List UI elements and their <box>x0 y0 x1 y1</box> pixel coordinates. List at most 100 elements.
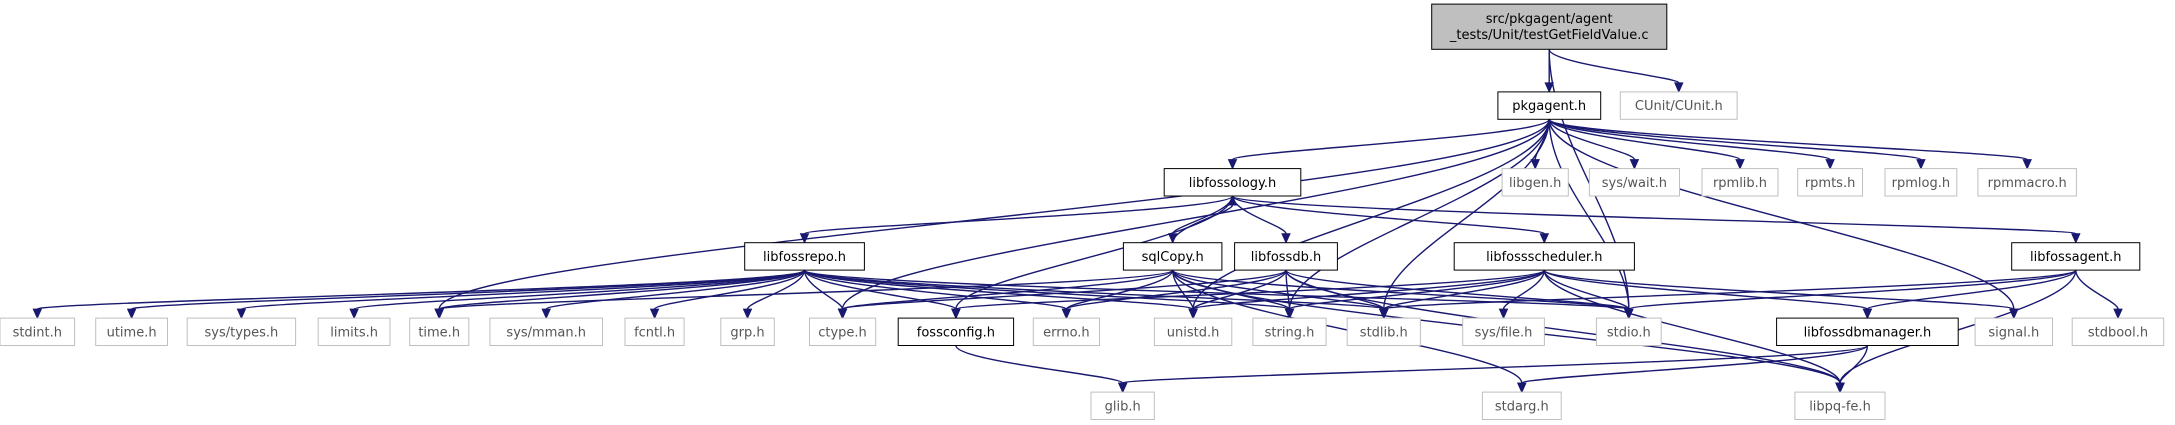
node-errno: errno.h <box>1032 317 1101 347</box>
file-nodes: src/pkgagent/agent_tests/Unit/testGetFie… <box>0 3 2165 421</box>
node-sysmman: sys/mman.h <box>489 317 603 347</box>
node-label-fossconfig: fossconfig.h <box>917 325 995 340</box>
node-label-fcntl: fcntl.h <box>634 325 675 340</box>
node-label-signal: signal.h <box>1988 325 2039 340</box>
node-stdint: stdint.h <box>0 317 76 347</box>
node-label-root: src/pkgagent/agent <box>1486 12 1613 27</box>
node-label-sysmman: sys/mman.h <box>506 325 586 340</box>
edge-libfossrepo-to-stdint <box>36 269 806 310</box>
edge-pkgagent-to-stdio <box>1548 119 1630 310</box>
arrowhead-libfossrepo-to-fcntl <box>649 308 660 320</box>
arrowhead-libfossscheduler-to-sysfile <box>1498 308 1509 320</box>
arrowhead-libfossrepo-to-stdint <box>32 308 43 320</box>
edge-libfossrepo-to-utime <box>130 269 806 310</box>
node-stdbool: stdbool.h <box>2071 317 2165 347</box>
edge-sqlcopy-to-time <box>438 269 1174 310</box>
node-box-unistd <box>1153 317 1233 347</box>
arrowhead-pkgagent-to-rpmmacro <box>2022 159 2032 170</box>
arrowhead-sqlcopy-to-time <box>434 308 444 320</box>
node-libfossscheduler[interactable]: libfossscheduler.h <box>1453 242 1635 271</box>
edge-libfossdb-to-string <box>1285 270 1291 310</box>
node-label-cunit: CUnit/CUnit.h <box>1635 99 1723 114</box>
edge-libfossscheduler-to-signal <box>1543 269 2015 310</box>
arrowhead-libfossdbmanager-to-stdarg <box>1517 382 1527 394</box>
node-box-cunit <box>1619 91 1738 120</box>
arrowhead-libfossrepo-to-utime <box>126 308 137 320</box>
node-label-libfossagent: libfossagent.h <box>2030 250 2121 265</box>
edge-pkgagent-to-rpmlib <box>1548 118 1741 161</box>
node-box-errno <box>1032 317 1101 347</box>
node-limits: limits.h <box>317 317 391 347</box>
arrowhead-libfossagent-to-libfossdbmanager <box>1862 308 1873 320</box>
node-box-root <box>1431 3 1668 50</box>
node-libfossagent[interactable]: libfossagent.h <box>2011 242 2141 271</box>
node-root[interactable]: src/pkgagent/agent_tests/Unit/testGetFie… <box>1431 3 1668 50</box>
node-libfossdb[interactable]: libfossdb.h <box>1234 242 1338 271</box>
edge-libfossscheduler-to-string <box>1288 269 1545 310</box>
node-box-glib <box>1090 391 1155 421</box>
node-label-stdbool: stdbool.h <box>2088 325 2148 340</box>
node-box-signal <box>1974 317 2053 347</box>
node-pkgagent[interactable]: pkgagent.h <box>1497 91 1602 120</box>
node-libpqfe: libpq-fe.h <box>1794 391 1886 421</box>
node-ctype: ctype.h <box>809 317 877 347</box>
node-box-grp <box>720 317 775 347</box>
node-rpmlib: rpmlib.h <box>1701 168 1779 197</box>
arrowhead-libfossagent-to-stdbool <box>2113 308 2123 320</box>
edge-libfossagent-to-stdbool <box>2075 269 2119 310</box>
node-sqlcopy[interactable]: sqlCopy.h <box>1122 242 1223 271</box>
node-box-rpmlog <box>1884 168 1958 197</box>
node-label-libgen: libgen.h <box>1509 176 1561 191</box>
arrowhead-libfossrepo-to-grp <box>742 308 753 320</box>
node-label-errno: errno.h <box>1043 325 1090 340</box>
node-rpmts: rpmts.h <box>1797 168 1863 197</box>
node-box-fcntl <box>624 317 685 347</box>
node-box-sysmman <box>489 317 603 347</box>
arrowhead-libfossscheduler-to-unistd <box>1188 308 1198 320</box>
edge-libfossrepo-to-stdlib <box>803 269 1385 310</box>
edge-libfossrepo-to-systypes <box>240 269 806 310</box>
edge-pkgagent-to-time <box>438 119 1550 310</box>
arrowhead-libfossagent-to-stdlib <box>1379 308 1389 320</box>
edge-libfossrepo-to-sysmman <box>545 269 806 310</box>
edge-pkgagent-to-rpmmacro <box>1548 118 2028 161</box>
node-box-stdlib <box>1346 317 1421 347</box>
node-libfossrepo[interactable]: libfossrepo.h <box>744 242 865 271</box>
node-libfossology[interactable]: libfossology.h <box>1163 168 1302 197</box>
arrowhead-libfossrepo-to-limits <box>349 308 359 320</box>
node-box-libpqfe <box>1794 391 1886 421</box>
node-label-syswait: sys/wait.h <box>1602 176 1667 191</box>
arrowhead-libfossscheduler-to-fossconfig <box>951 308 961 320</box>
edge-libfossagent-to-stdio <box>1628 269 2077 310</box>
node-utime: utime.h <box>95 317 168 347</box>
edge-pkgagent-to-string <box>1288 119 1550 310</box>
node-glib: glib.h <box>1090 391 1155 421</box>
node-libfossdbmanager[interactable]: libfossdbmanager.h <box>1776 317 1959 347</box>
node-syswait: sys/wait.h <box>1588 168 1681 197</box>
node-label-sysfile: sys/file.h <box>1475 325 1533 340</box>
edge-libfossdb-to-stdio <box>1285 269 1630 310</box>
arrowhead-root-to-pkgagent <box>1544 82 1554 94</box>
node-label-libfossrepo: libfossrepo.h <box>763 250 846 265</box>
node-label-stdint: stdint.h <box>13 325 62 340</box>
node-label-rpmlib: rpmlib.h <box>1713 176 1767 191</box>
node-box-pkgagent <box>1497 91 1602 120</box>
node-box-libfossdb <box>1234 242 1338 271</box>
node-stdarg: stdarg.h <box>1481 391 1562 421</box>
edge-fossconfig-to-glib <box>955 345 1124 384</box>
arrowhead-libfossdbmanager-to-libpqfe <box>1835 382 1845 394</box>
node-label-glib: glib.h <box>1105 399 1141 414</box>
node-box-libfossscheduler <box>1453 242 1635 271</box>
node-box-limits <box>317 317 391 347</box>
node-box-syswait <box>1588 168 1681 197</box>
edge-libfossology-to-libfossrepo <box>803 195 1234 235</box>
node-label-libfossdb: libfossdb.h <box>1251 250 1321 265</box>
node-label-libfossscheduler: libfossscheduler.h <box>1486 250 1602 265</box>
edge-libfossscheduler-to-stdlib <box>1383 269 1545 310</box>
edge-libfossdb-to-libpqfe <box>1285 269 1841 384</box>
node-box-stdio <box>1595 317 1662 347</box>
arrowhead-libfossdb-to-ctype <box>837 308 848 320</box>
arrowhead-pkgagent-to-syswait <box>1629 159 1640 170</box>
node-fossconfig[interactable]: fossconfig.h <box>897 317 1015 347</box>
